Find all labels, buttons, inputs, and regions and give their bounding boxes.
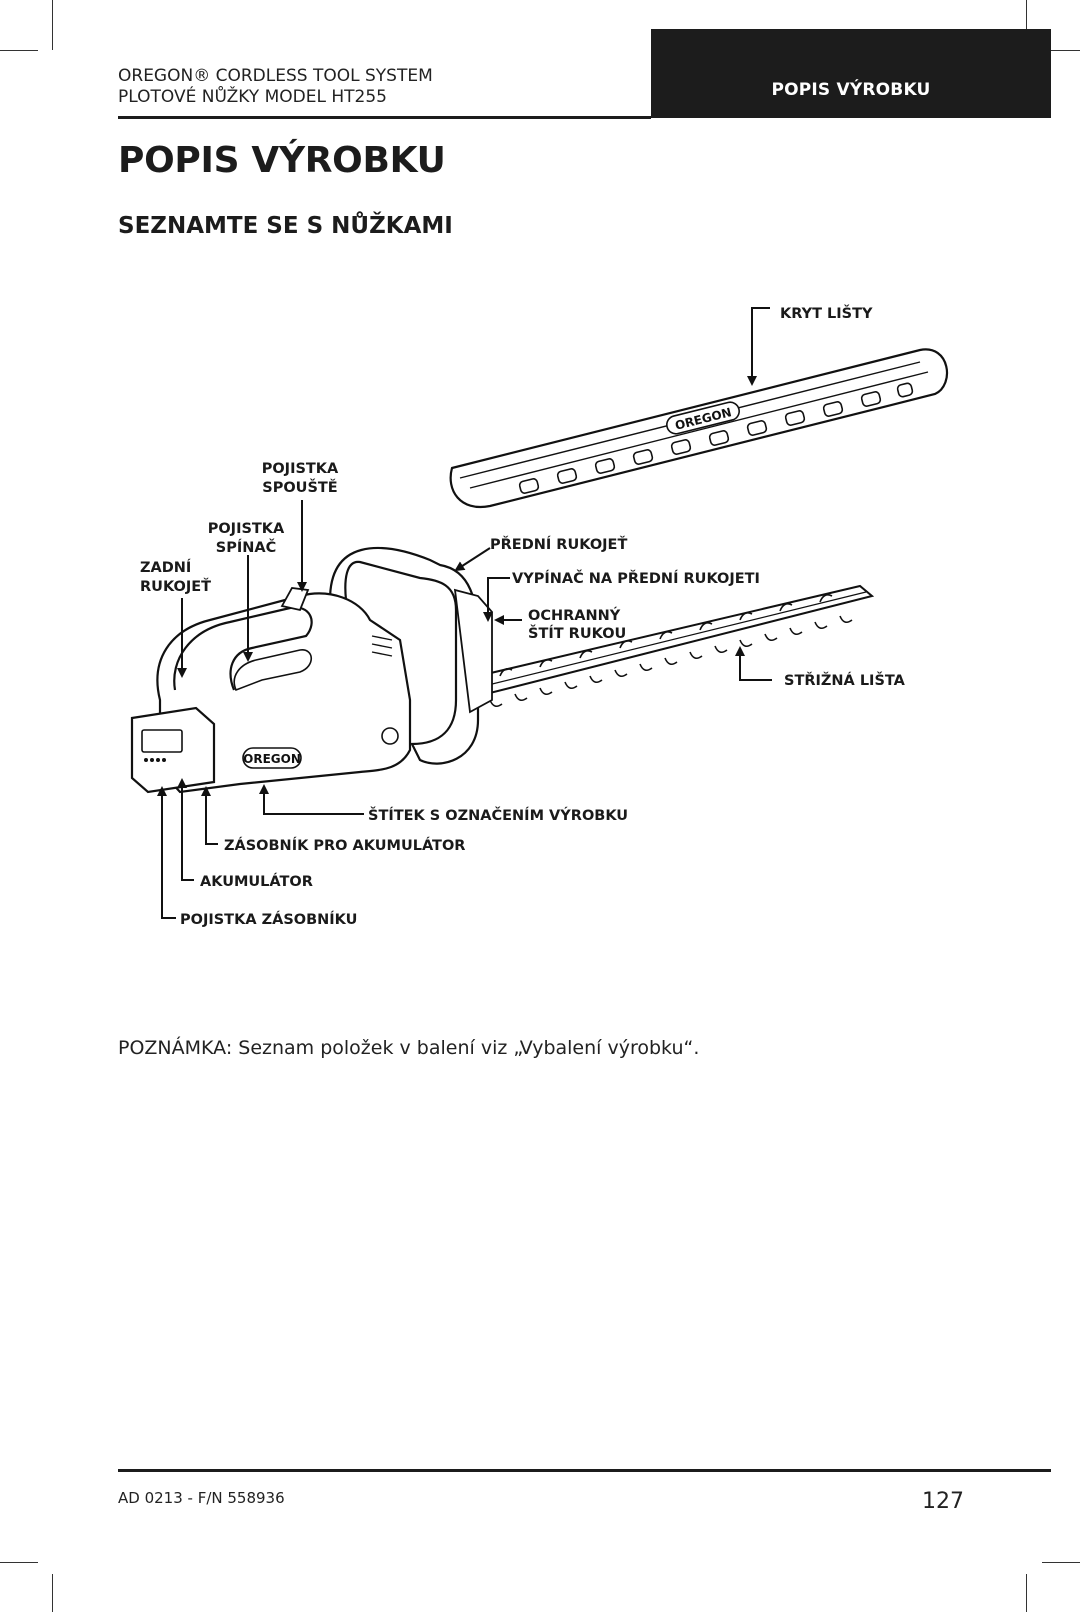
label-akumulator: AKUMULÁTOR — [200, 873, 313, 890]
label-ochranny-stit-line2: ŠTÍT RUKOU — [528, 624, 626, 642]
crop-mark — [0, 1562, 38, 1563]
label-pojistka-spouste-line1: POJISTKA — [262, 461, 339, 477]
label-pojistka-spinac-line2: SPÍNAČ — [216, 538, 276, 556]
callout-leaders — [157, 307, 772, 919]
crop-mark — [1042, 50, 1080, 51]
label-pojistka-zasobniku: POJISTKA ZÁSOBNÍKU — [180, 911, 357, 928]
crop-mark — [1026, 1574, 1027, 1612]
page-title: POPIS VÝROBKU — [118, 140, 446, 181]
label-predni-rukojet: PŘEDNÍ RUKOJEŤ — [490, 535, 627, 553]
running-header: OREGON® CORDLESS TOOL SYSTEM PLOTOVÉ NŮŽ… — [118, 66, 433, 108]
header-line-2: PLOTOVÉ NŮŽKY MODEL HT255 — [118, 87, 387, 107]
page-number: 127 — [922, 1489, 964, 1514]
label-ochranny-stit-line1: OCHRANNÝ — [528, 606, 621, 624]
crop-mark — [1026, 0, 1027, 38]
label-pojistka-spinac-line1: POJISTKA — [208, 521, 285, 537]
label-pojistka-spouste-line2: SPOUŠTĚ — [262, 478, 337, 496]
section-tab-label: POPIS VÝROBKU — [771, 79, 931, 100]
label-zadni-rukojet-line1: ZADNÍ — [140, 559, 191, 576]
section-title: SEZNAMTE SE S NŮŽKAMI — [118, 213, 453, 239]
label-stitek: ŠTÍTEK S OZNAČENÍM VÝROBKU — [368, 806, 628, 824]
label-strizna-lista: STŘIŽNÁ LIŠTA — [784, 671, 906, 689]
tool-body: OREGON — [130, 546, 493, 794]
footer-rule — [118, 1469, 1051, 1472]
cutting-blade — [476, 584, 875, 708]
blade-cover: OREGON — [449, 348, 949, 509]
footer-code: AD 0213 - F/N 558936 — [118, 1489, 285, 1507]
header-line-1: OREGON® CORDLESS TOOL SYSTEM — [118, 66, 433, 86]
header-rule — [118, 116, 651, 119]
crop-mark — [0, 50, 38, 51]
label-vypinac: VYPÍNAČ NA PŘEDNÍ RUKOJETI — [512, 569, 760, 587]
crop-mark — [52, 1574, 53, 1612]
crop-mark — [1042, 1562, 1080, 1563]
crop-mark — [52, 0, 53, 50]
label-zadni-rukojet-line2: RUKOJEŤ — [140, 577, 211, 595]
label-kryt-listy: KRYT LIŠTY — [780, 304, 873, 322]
hedge-trimmer-diagram: OREGON — [130, 304, 949, 928]
label-zasobnik: ZÁSOBNÍK PRO AKUMULÁTOR — [224, 837, 465, 854]
note-text: POZNÁMKA: Seznam položek v balení viz „V… — [118, 1037, 700, 1059]
section-tab: POPIS VÝROBKU — [651, 29, 1051, 118]
body-logo: OREGON — [243, 752, 301, 766]
